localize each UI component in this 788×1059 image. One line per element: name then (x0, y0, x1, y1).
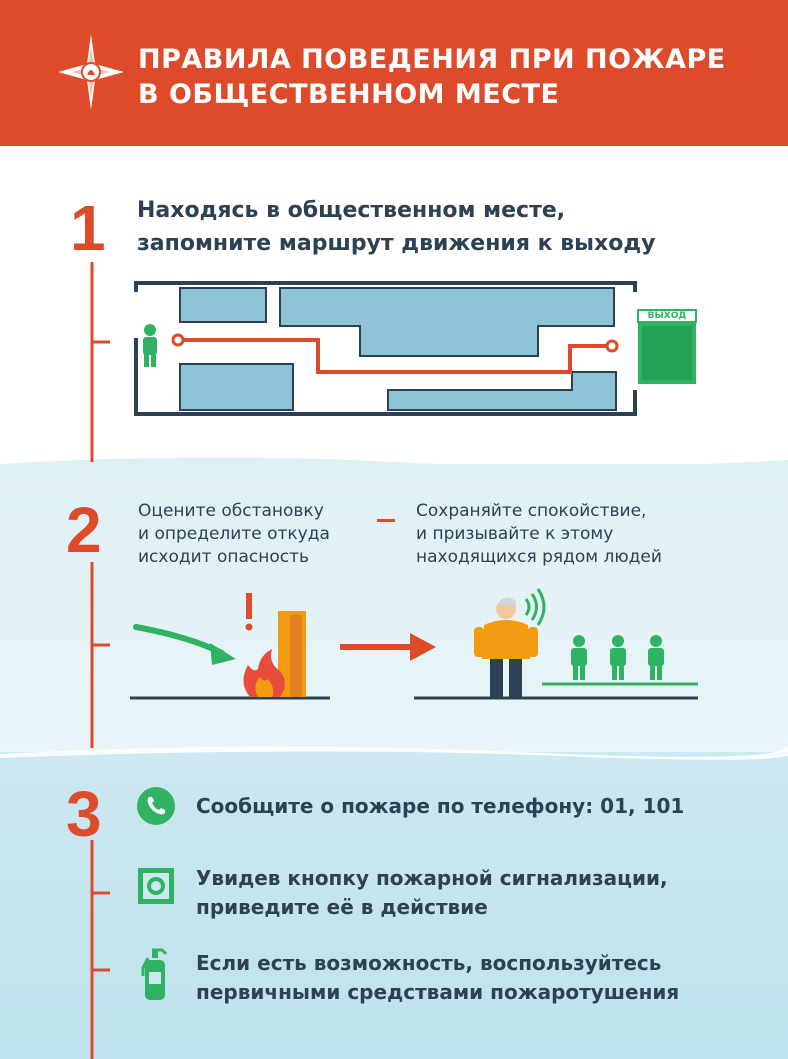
emergency-star-emblem-icon (58, 34, 124, 110)
step-2-dash (377, 519, 395, 522)
wave-divider (0, 457, 788, 476)
step-3-item-alarm: Увидев кнопку пожарной сигнализации, при… (196, 866, 668, 919)
person-icon (143, 324, 157, 367)
fire-extinguisher-icon (141, 948, 168, 1000)
exit-sign: ВЫХОД (647, 311, 687, 321)
step-1-number: 1 (70, 192, 106, 264)
fire-icon (243, 649, 285, 697)
evacuation-route-map (134, 281, 697, 416)
step-2-left-text: Оцените обстановку и определите откуда и… (138, 501, 330, 567)
phone-icon (137, 787, 175, 825)
step-3-section (0, 752, 788, 1059)
page-title: ПРАВИЛА ПОВЕДЕНИЯ ПРИ ПОЖАРЕ В ОБЩЕСТВЕН… (138, 44, 726, 110)
step-2-right-text: Сохраняйте спокойствие, и призывайте к э… (416, 501, 662, 567)
speaking-person-icon (474, 597, 538, 697)
alarm-button-icon (138, 868, 174, 904)
step-3-item-phone: Сообщите о пожаре по телефону: 01, 101 (196, 794, 685, 818)
person-icon (571, 635, 587, 680)
step-3-item-extinguisher: Если есть возможность, воспользуйтесь пе… (196, 951, 680, 1004)
header-banner: ПРАВИЛА ПОВЕДЕНИЯ ПРИ ПОЖАРЕ В ОБЩЕСТВЕН… (0, 0, 788, 146)
step-1-text: Находясь в общественном месте, запомните… (137, 198, 656, 256)
step-2-section (0, 464, 788, 752)
step-3-number: 3 (66, 778, 102, 850)
person-icon (610, 635, 626, 680)
person-icon (648, 635, 664, 680)
calm-people-scene (414, 588, 698, 700)
step-2-number: 2 (66, 494, 102, 566)
danger-scene (130, 593, 436, 700)
wave-divider (0, 746, 788, 764)
